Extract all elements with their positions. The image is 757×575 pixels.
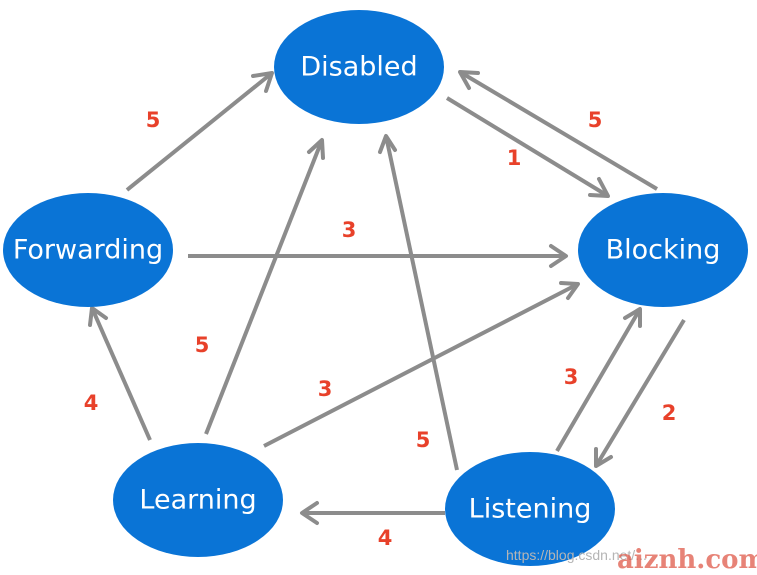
edge-label-learning-disabled: 5 — [195, 333, 210, 357]
edge-labels: 5 1 5 3 5 4 3 5 3 2 4 — [84, 108, 677, 550]
arrow-blocking-to-disabled — [458, 70, 659, 191]
arrow-learning-to-forwarding — [88, 306, 152, 441]
node-label-listening: Listening — [469, 494, 592, 525]
node-blocking: Blocking — [578, 193, 748, 307]
node-learning: Learning — [113, 443, 283, 557]
arrow-listening-to-learning — [300, 501, 445, 525]
arrow-listening-to-blocking — [555, 307, 642, 453]
node-label-disabled: Disabled — [300, 52, 417, 83]
arrow-learning-to-blocking — [263, 281, 580, 448]
edge-label-forwarding-blocking: 3 — [342, 218, 357, 242]
edge-label-disabled-blocking: 1 — [507, 146, 522, 170]
arrow-learning-to-disabled — [204, 138, 325, 435]
edge-label-forwarding-disabled: 5 — [146, 108, 161, 132]
arrow-listening-to-disabled — [378, 134, 459, 471]
nodes: Disabled Blocking Forwarding Learning Li… — [3, 10, 748, 566]
edge-label-blocking-listening: 2 — [662, 401, 677, 425]
edge-label-learning-blocking: 3 — [318, 377, 333, 401]
edge-label-listening-disabled: 5 — [416, 428, 431, 452]
edge-label-blocking-disabled: 5 — [588, 108, 603, 132]
watermark: https://blog.csdn.net/... aiznh.com — [506, 545, 757, 575]
edge-label-listening-blocking: 3 — [564, 365, 579, 389]
node-disabled: Disabled — [274, 10, 444, 124]
node-label-learning: Learning — [139, 485, 256, 516]
arrow-disabled-to-blocking — [445, 96, 610, 198]
arrow-blocking-to-listening — [594, 318, 686, 468]
node-listening: Listening — [445, 452, 615, 566]
edge-label-learning-forwarding: 4 — [84, 391, 99, 415]
watermark-url: https://blog.csdn.net/... — [506, 547, 647, 563]
arrow-forwarding-to-blocking — [188, 244, 568, 268]
arrows — [88, 70, 686, 525]
edge-label-listening-learning: 4 — [378, 526, 393, 550]
node-forwarding: Forwarding — [3, 193, 173, 307]
arrow-forwarding-to-disabled — [125, 71, 274, 192]
watermark-site: aiznh.com — [617, 545, 757, 575]
node-label-blocking: Blocking — [606, 235, 721, 266]
node-label-forwarding: Forwarding — [13, 235, 163, 266]
